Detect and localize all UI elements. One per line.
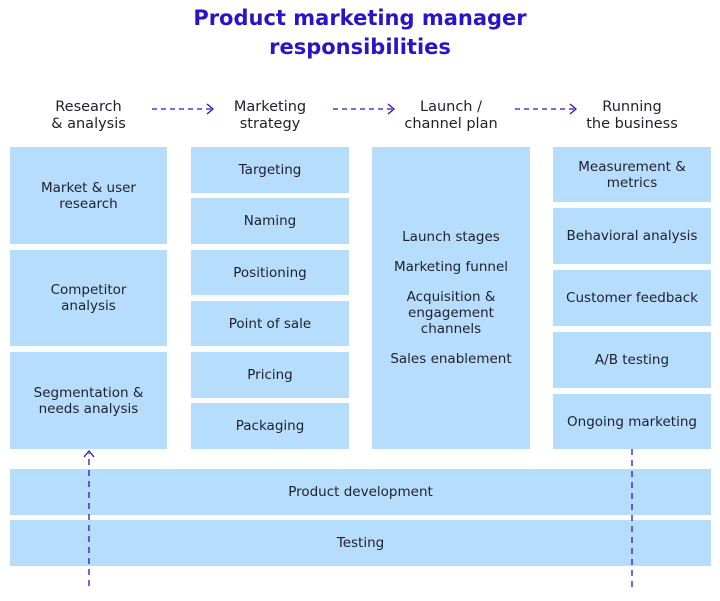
box-ab-testing: A/B testing <box>553 332 711 388</box>
box-launch-plan: Launch stages Marketing funnel Acquisiti… <box>372 147 530 449</box>
box-customer-feedback: Customer feedback <box>553 270 711 326</box>
header-launch-line-2: channel plan <box>404 116 498 132</box>
box-text: research <box>59 195 118 212</box>
launch-item-channels: Acquisition & engagement channels <box>406 289 496 337</box>
box-measurement-metrics: Measurement &metrics <box>553 147 711 202</box>
box-text: Segmentation & <box>33 384 144 401</box>
header-research-line-1: Research <box>55 99 122 115</box>
box-text: analysis <box>61 298 116 314</box>
box-text: metrics <box>606 174 658 191</box>
bar-product-development: Product development <box>10 469 711 515</box>
box-text: needs analysis <box>38 400 139 417</box>
box-packaging: Packaging <box>191 403 349 449</box>
box-ongoing-marketing: Ongoing marketing <box>553 394 711 449</box>
header-launch-plan: Launch / channel plan <box>372 96 530 136</box>
box-naming: Naming <box>191 198 349 244</box>
box-text: Measurement & <box>578 158 686 175</box>
box-targeting: Targeting <box>191 147 349 193</box>
header-running-business: Running the business <box>553 96 711 136</box>
box-behavioral-analysis: Behavioral analysis <box>553 208 711 264</box>
header-running-line-2: the business <box>586 116 678 132</box>
header-marketing-strategy: Marketing strategy <box>191 96 349 136</box>
launch-item-funnel: Marketing funnel <box>393 259 509 275</box>
box-text: Competitor <box>50 282 127 298</box>
header-running-line-1: Running <box>602 99 662 115</box>
box-point-of-sale: Point of sale <box>191 301 349 346</box>
header-research-line-2: & analysis <box>51 116 126 132</box>
header-research: Research & analysis <box>10 96 167 136</box>
header-strategy-line-1: Marketing <box>233 99 307 115</box>
box-positioning: Positioning <box>191 250 349 295</box>
title-line-1: Product marketing manager <box>193 6 527 30</box>
bar-testing: Testing <box>10 520 711 566</box>
header-launch-line-1: Launch / <box>419 99 482 115</box>
launch-item-stages: Launch stages <box>402 229 500 245</box>
title-line-2: responsibilities <box>269 35 451 59</box>
arrow-head-up-icon <box>83 449 95 458</box>
header-strategy-line-2: strategy <box>239 116 301 132</box>
diagram-title: Product marketing manager responsibiliti… <box>0 4 720 62</box>
box-text: Market & user <box>41 179 136 196</box>
launch-item-sales-enablement: Sales enablement <box>390 351 512 367</box>
box-pricing: Pricing <box>191 352 349 398</box>
box-segmentation-needs: Segmentation &needs analysis <box>10 352 167 449</box>
